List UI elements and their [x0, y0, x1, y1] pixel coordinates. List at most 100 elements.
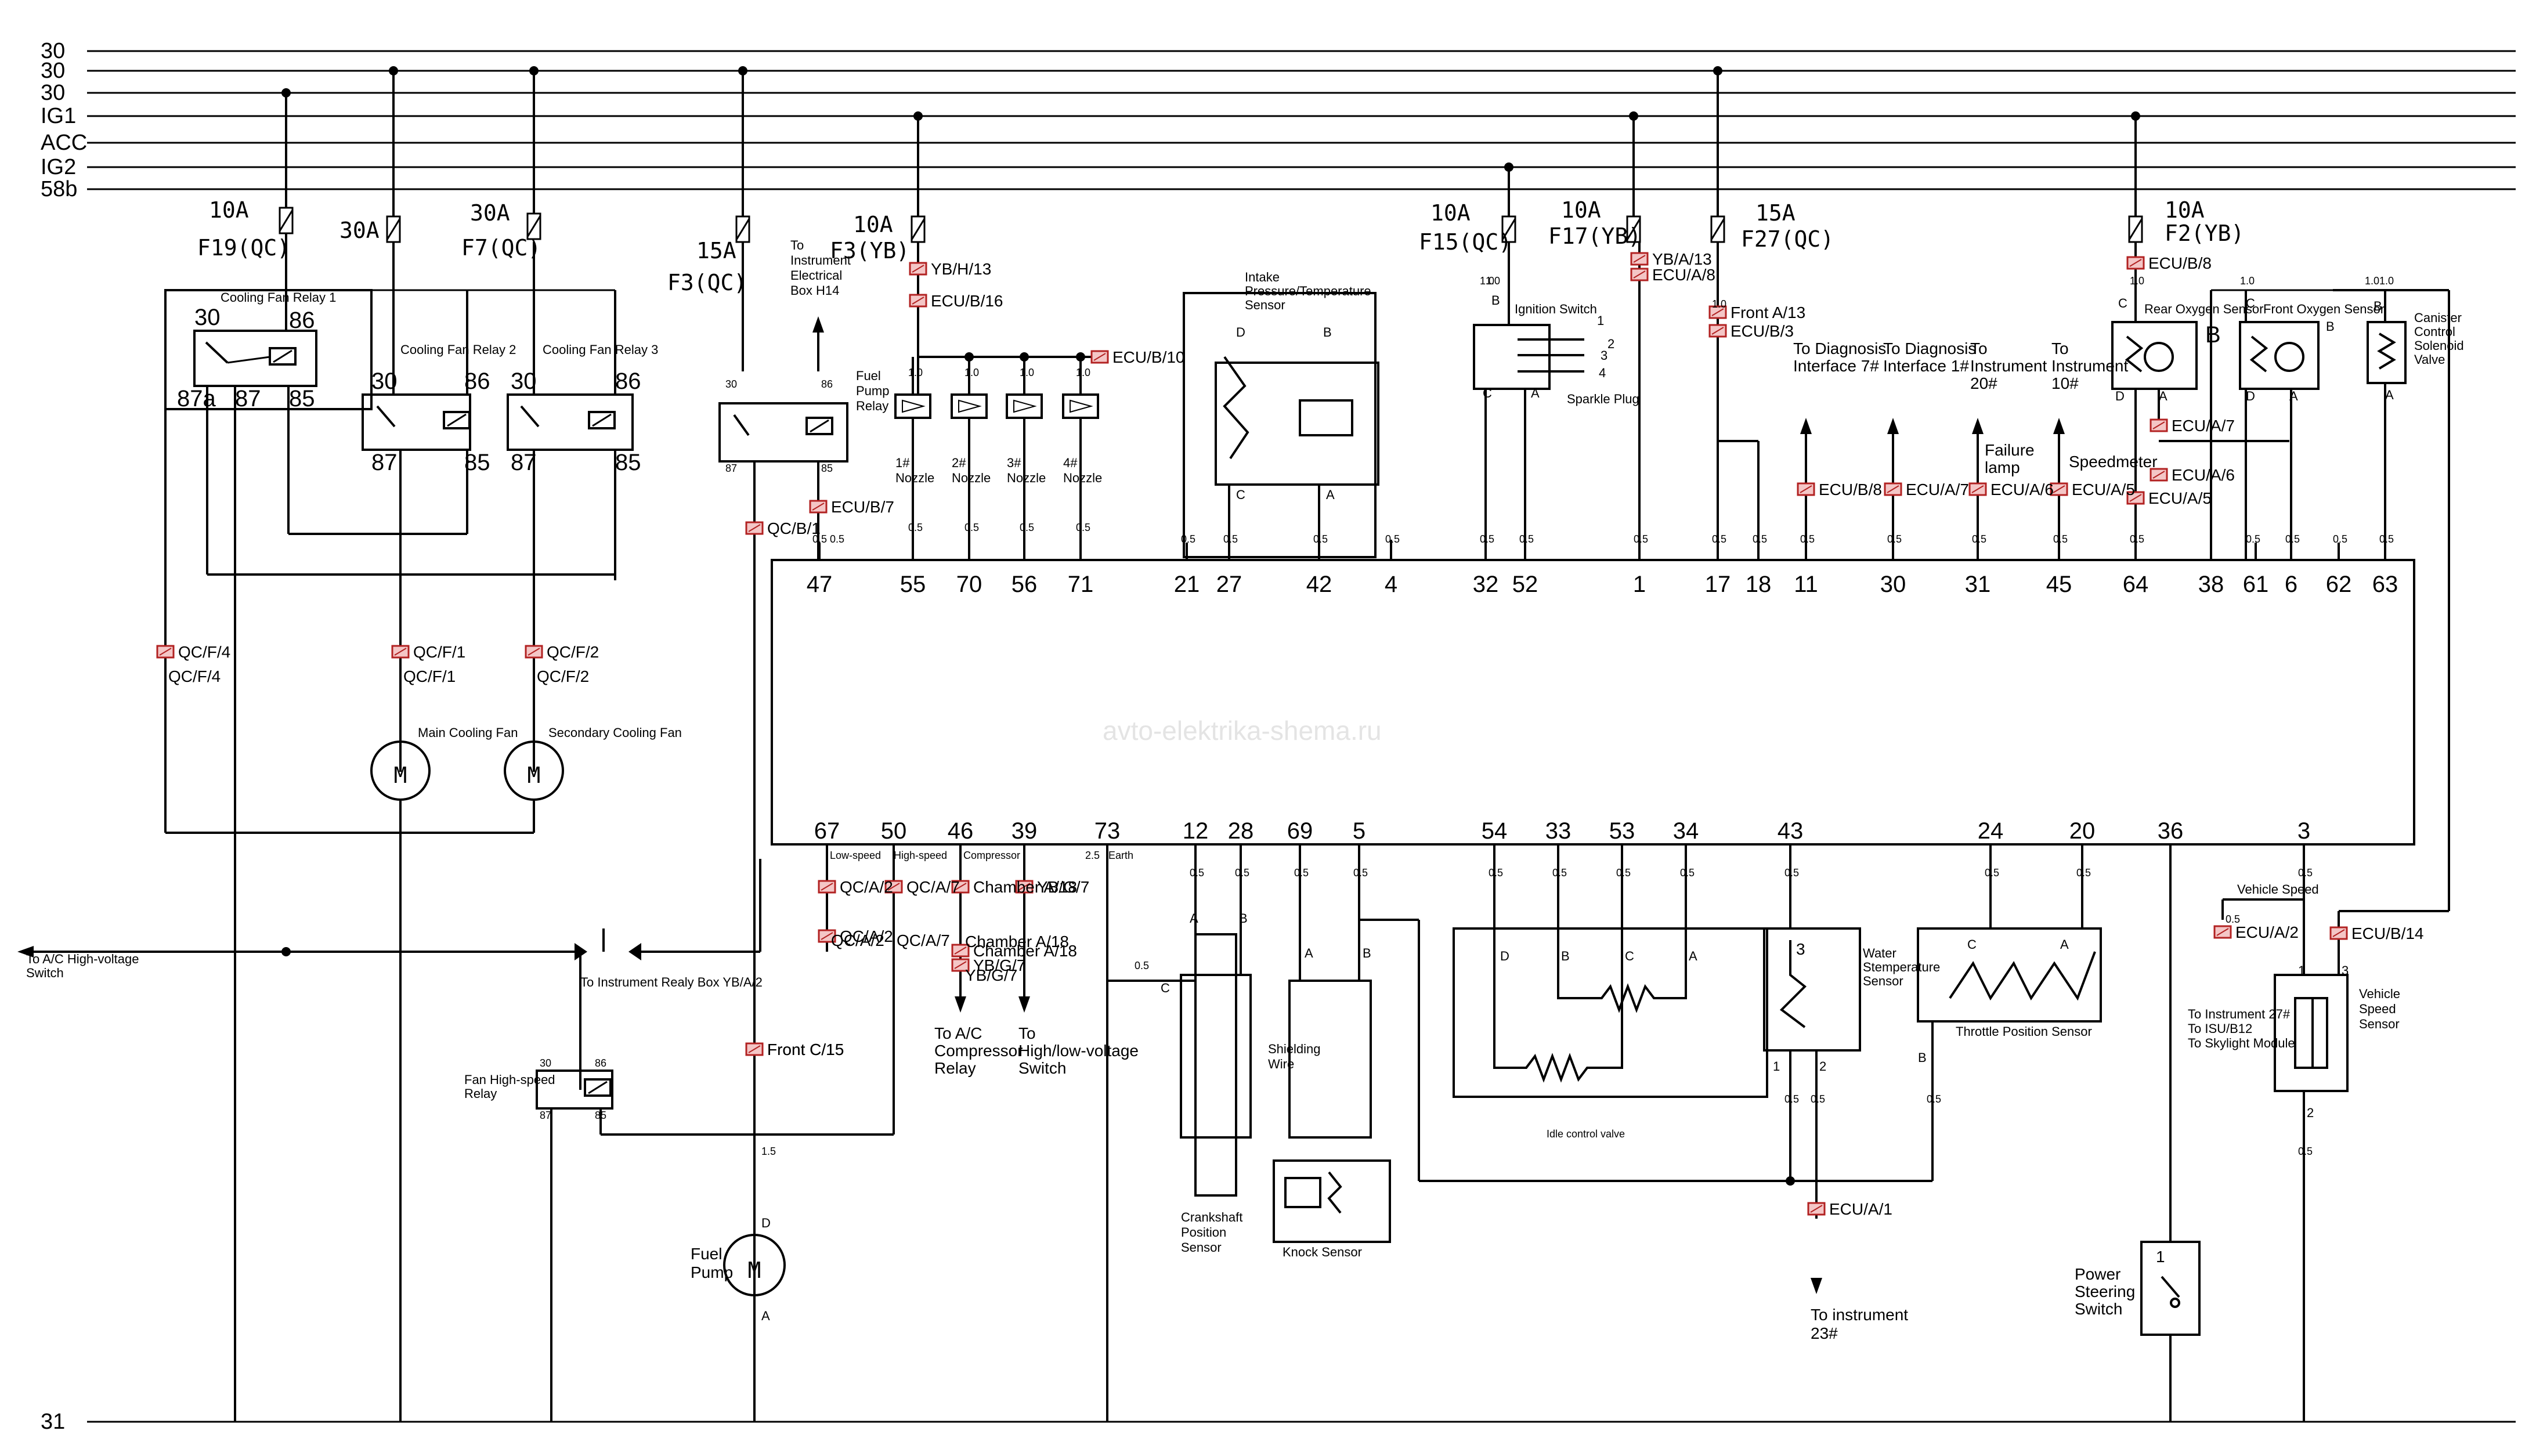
fuse-amp: 10A — [853, 212, 893, 237]
rear-o2-label: Rear Oxygen Sensor — [2144, 302, 2263, 316]
vspeed-label: Vehicle Speed — [2237, 882, 2319, 897]
fuse-name: F3(QC) — [667, 270, 747, 295]
qc-a7-label: QC/A/7 — [897, 931, 950, 949]
connector-label: QC/A/2 — [840, 927, 893, 945]
instr27-label: To Instrument 27# — [2188, 1007, 2291, 1021]
connector-tick — [394, 648, 407, 656]
fuse-name: F3(YB) — [830, 238, 909, 263]
ecu-top-pin: 18 — [1746, 572, 1772, 597]
wire-gauge: 1.0 — [2379, 275, 2394, 287]
relay-pin: 87 — [725, 463, 737, 474]
relay-pin: 87 — [371, 450, 398, 475]
wire-gauge: 0.5 — [2298, 867, 2313, 879]
ecu-top-pin: 17 — [1705, 572, 1731, 597]
arrow-down — [1811, 1278, 1822, 1294]
ecu-top-pin: 11 — [1794, 572, 1818, 597]
connector-tick — [748, 1045, 761, 1053]
wire-gauge: 0.5 — [830, 533, 844, 545]
wire-gauge: 0.5 — [1313, 533, 1328, 545]
connector-tick — [159, 648, 172, 656]
wire-path — [1557, 943, 1687, 1013]
wire-gauge: 0.5 — [1552, 867, 1567, 879]
pin-letter: D — [2246, 389, 2255, 403]
fuse-link — [1710, 218, 1725, 240]
connector-label: YB/A/13 — [1652, 250, 1712, 268]
connector-label: ECU/B/3 — [1731, 322, 1794, 340]
ecu-top-pin: 61 — [2243, 572, 2269, 597]
pin-letter: C — [2246, 296, 2255, 310]
wire-gauge: 1.0 — [908, 367, 923, 378]
pin-letter: A — [1305, 946, 1313, 960]
wire-gauge: 0.5 — [1887, 533, 1902, 545]
relay-pin: 85 — [464, 450, 490, 475]
pin-letter: M — [748, 1258, 761, 1283]
fuse-amp: 10A — [209, 197, 249, 223]
connector-label: Front A/13 — [1731, 304, 1805, 321]
arrow-up — [812, 316, 824, 333]
pin-letter: C — [1483, 386, 1492, 400]
ecu-top-pin: 70 — [956, 572, 982, 597]
wire-gauge: 0.5 — [1634, 533, 1648, 545]
wire-gauge: 0.5 — [2285, 533, 2300, 545]
connector-tick — [2332, 929, 2345, 937]
wire-gauge: 0.5 — [1353, 867, 1368, 879]
nozzle-coil — [902, 399, 926, 413]
fuse-amp: 30A — [470, 200, 510, 226]
relay-pin: 85 — [289, 386, 315, 411]
wire-gauge: 0.5 — [1223, 533, 1238, 545]
connector-label: QC/A/2 — [840, 878, 893, 896]
instr-relay-label: To Instrument Realy Box YB/A/2 — [580, 975, 763, 989]
relay-pin: 87 — [540, 1110, 551, 1121]
arrow-up — [1972, 418, 1984, 434]
relay-pin: 86 — [615, 368, 641, 394]
connector-label: ECU/A/5 — [2148, 489, 2212, 507]
wire-gauge: 0.5 — [1753, 533, 1767, 545]
fuse-amp: 10A — [1561, 197, 1601, 223]
pin-letter: 1 — [1773, 1059, 1780, 1074]
wire-gauge: 1.5 — [761, 1146, 776, 1157]
relay-pin: 86 — [821, 378, 833, 390]
junction-dot — [2131, 111, 2140, 121]
junction-dot — [1713, 66, 1722, 75]
ecu-top-pin: 71 — [1068, 572, 1094, 597]
wire-path — [1223, 356, 1249, 460]
pin-letter: B — [1323, 325, 1332, 339]
fuse-name: F7(QC) — [461, 235, 541, 261]
wire-gauge: 0.5 — [2379, 533, 2394, 545]
pin-letter: A — [2159, 389, 2167, 403]
wire-path — [2249, 335, 2268, 373]
ecu-top-pin: 64 — [2123, 572, 2149, 597]
wire-gauge: 0.5 — [1784, 867, 1799, 879]
idle-label: Idle control valve — [1547, 1128, 1625, 1140]
high-speed-label: High-speed — [894, 850, 947, 861]
fuse-link — [1626, 218, 1641, 240]
ground-label: 31 — [41, 1410, 65, 1434]
fuse-amp: 10A — [1430, 200, 1471, 226]
fuse-name: F2(YB) — [2165, 221, 2244, 246]
fuse-amp: 15A — [1755, 200, 1796, 226]
knock-label: Knock Sensor — [1283, 1245, 1362, 1259]
relay-2-label: Cooling Fan Relay 2 — [400, 342, 516, 357]
connector-label: Front C/15 — [767, 1040, 844, 1058]
connector-label: ECU/B/7 — [831, 498, 894, 516]
connector-label: YB/H/13 — [931, 260, 991, 278]
skylight-label: To Skylight Module — [2188, 1036, 2295, 1050]
pin-letter: M — [394, 763, 407, 788]
pin-letter: 1 — [2298, 963, 2305, 978]
pin-letter: B — [2326, 319, 2335, 334]
connector-tick — [954, 883, 967, 891]
wire-gauge: 0.5 — [1784, 1093, 1799, 1105]
ecu-bottom-pin: 69 — [1287, 818, 1313, 844]
connector-tick — [1800, 485, 1812, 493]
nozzle-box — [1006, 393, 1043, 419]
nozzle-coil — [958, 399, 982, 413]
ecu-top-pin: 45 — [2046, 572, 2072, 597]
ecu-top-pin: 47 — [807, 572, 833, 597]
earth-label: Earth — [1108, 850, 1133, 861]
connector-label: ECU/A/6 — [1990, 480, 2054, 498]
ecu-bottom-pin: 53 — [1609, 818, 1635, 844]
ignition-switch-box — [1473, 324, 1551, 390]
pin-letter: A — [1689, 949, 1697, 963]
isu-label: To ISU/B12 — [2188, 1021, 2252, 1036]
